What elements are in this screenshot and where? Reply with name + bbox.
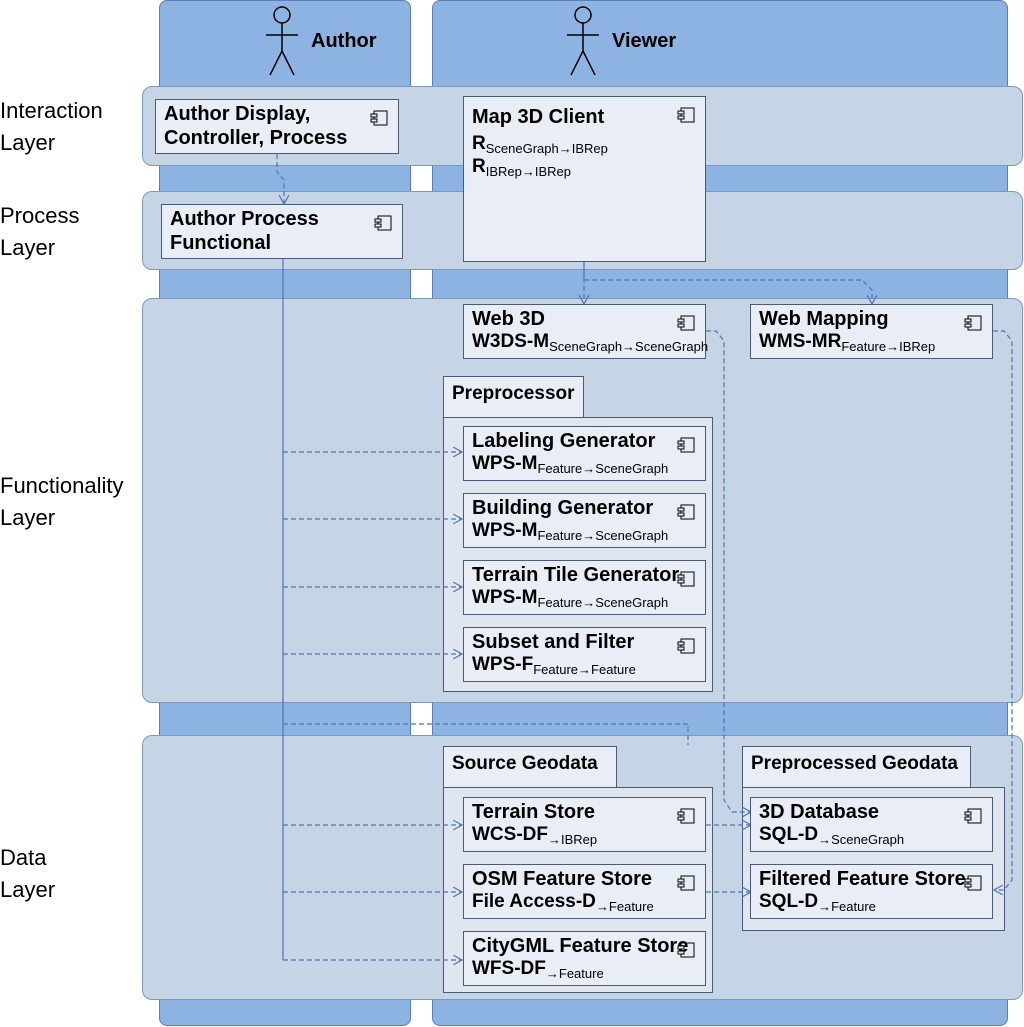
component-icon xyxy=(964,875,982,891)
component-icon xyxy=(964,315,982,331)
citygml-feature-store-component: CityGML Feature Store WFS-DF→Feature xyxy=(463,931,706,986)
component-icon xyxy=(677,875,695,891)
terrain-store-component: Terrain Store WCS-DF→IBRep xyxy=(463,797,706,852)
3d-database-component: 3D Database SQL-D→SceneGraph xyxy=(750,797,993,852)
component-icon xyxy=(677,571,695,587)
preprocessor-package-tab: Preprocessor xyxy=(443,376,584,418)
author-display-component: Author Display, Controller, Process xyxy=(155,99,399,154)
author-process-component: Author Process Functional xyxy=(161,204,403,259)
component-icon xyxy=(677,638,695,654)
component-icon xyxy=(677,107,695,123)
filtered-feature-store-component: Filtered Feature Store SQL-D→Feature xyxy=(750,864,993,919)
building-generator-component: Building Generator WPS-MFeature→SceneGra… xyxy=(463,493,706,548)
component-icon xyxy=(677,808,695,824)
component-icon xyxy=(374,215,392,231)
component-icon xyxy=(677,942,695,958)
osm-feature-store-component: OSM Feature Store File Access-D→Feature xyxy=(463,864,706,919)
source-geodata-package-tab: Source Geodata xyxy=(443,746,617,788)
author-actor-icon xyxy=(266,6,298,76)
web-3d-component: Web 3D W3DS-MSceneGraph→SceneGraph xyxy=(463,304,708,359)
preprocessed-geodata-package-tab: Preprocessed Geodata xyxy=(742,746,971,788)
component-icon xyxy=(370,110,388,126)
viewer-actor-icon xyxy=(567,6,599,76)
labeling-generator-component: Labeling Generator WPS-MFeature→SceneGra… xyxy=(463,426,706,481)
viewer-lane-title: Viewer xyxy=(612,30,677,52)
web-mapping-component: Web Mapping WMS-MRFeature→IBRep xyxy=(750,304,993,359)
component-icon xyxy=(677,437,695,453)
component-icon xyxy=(964,808,982,824)
subset-and-filter-component: Subset and Filter WPS-FFeature→Feature xyxy=(463,627,706,682)
terrain-tile-generator-component: Terrain Tile Generator WPS-MFeature→Scen… xyxy=(463,560,706,615)
author-lane-title: Author xyxy=(311,30,377,52)
component-icon xyxy=(677,315,695,331)
map-3d-client-component: Map 3D Client RSceneGraph→IBRep RIBRep→I… xyxy=(463,96,706,262)
component-icon xyxy=(677,504,695,520)
